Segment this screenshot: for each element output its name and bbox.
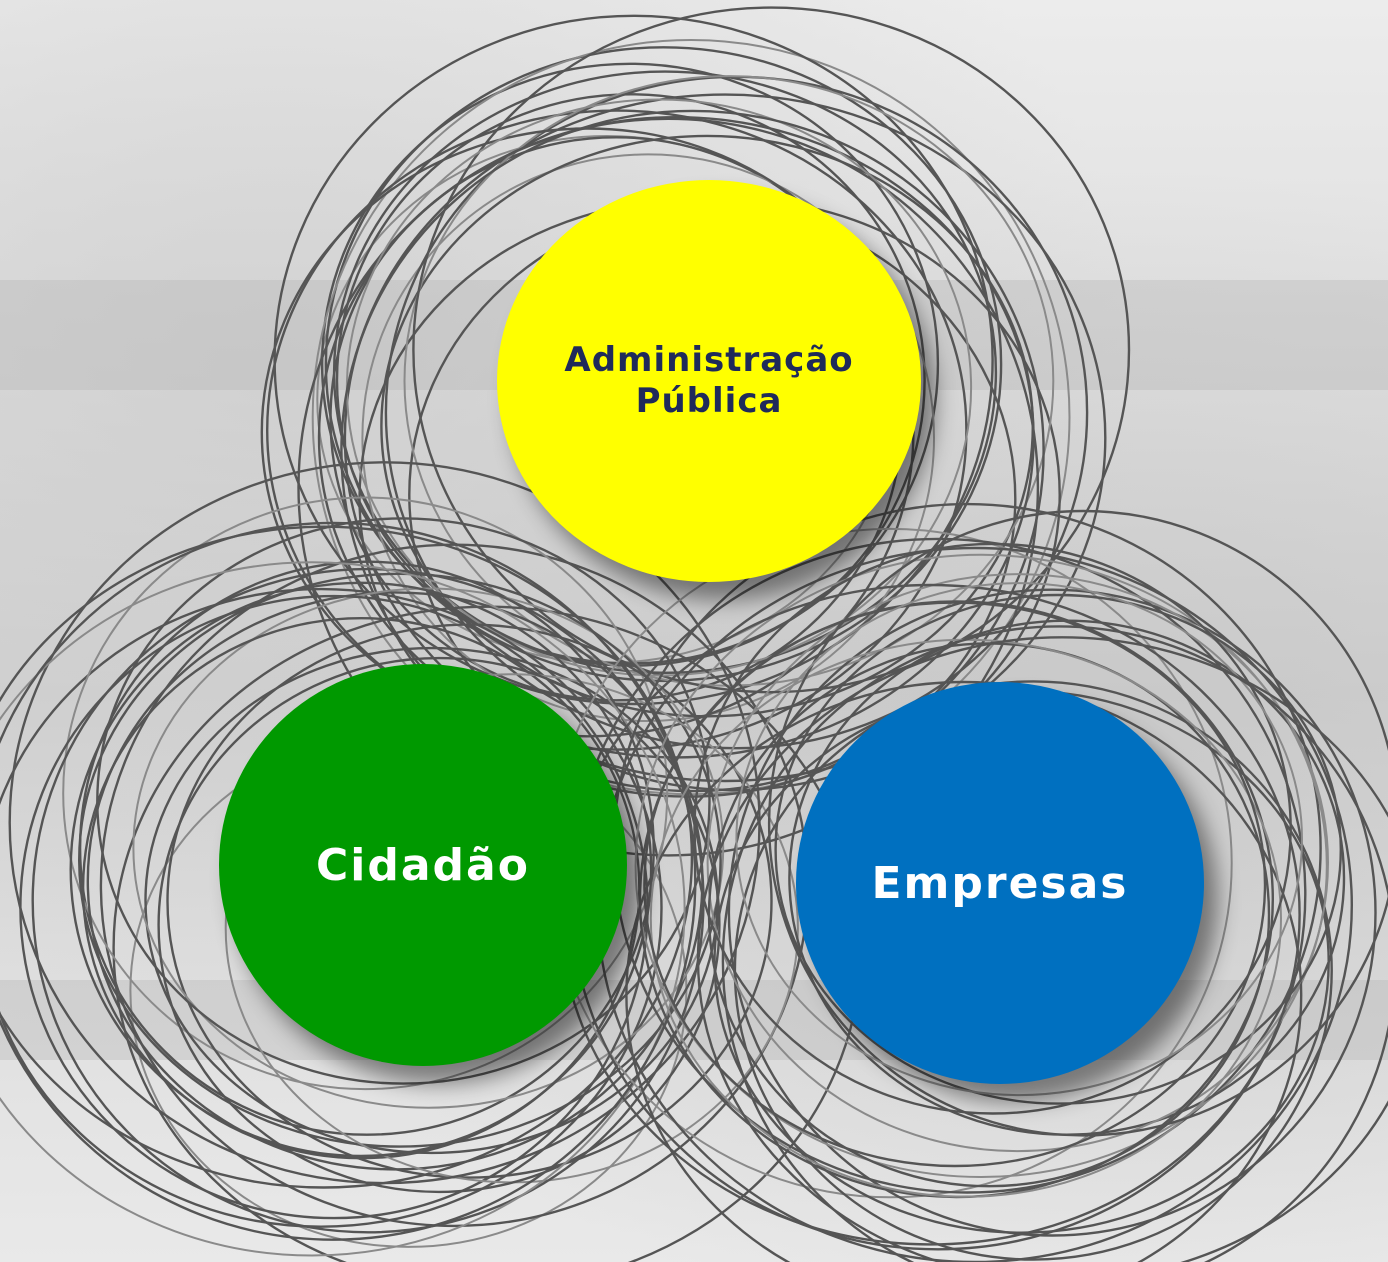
orbit-ring — [643, 601, 1267, 1168]
orbit-ring — [166, 623, 773, 1179]
orbit-ring — [721, 625, 1388, 1262]
orbit-ring — [273, 14, 994, 706]
orbit-ring — [132, 587, 725, 1109]
orbit-ring — [693, 542, 1292, 1115]
orbit-ring — [62, 496, 669, 1091]
orbit-ring — [767, 509, 1388, 1137]
node-administracao-publica: Administração Pública — [497, 180, 921, 582]
orbit-ring — [0, 587, 663, 1228]
orbit-ring — [0, 521, 697, 1241]
orbit-ring — [361, 153, 935, 722]
orbit-ring — [69, 581, 653, 1158]
orbit-ring — [332, 70, 998, 675]
orbit-ring — [774, 593, 1342, 1105]
orbit-ring — [8, 461, 761, 1185]
orbit-ring — [0, 561, 686, 1257]
orbit-ring — [0, 525, 693, 1189]
node-label: Empresas — [871, 857, 1129, 909]
ring-cluster-citizen — [0, 461, 863, 1262]
node-label: Pública — [635, 381, 783, 421]
orbit-ring — [625, 680, 1303, 1262]
orbit-ring — [157, 656, 721, 1194]
orbit-ring — [696, 636, 1388, 1262]
node-empresas: Empresas — [796, 682, 1204, 1084]
orbit-ring — [340, 109, 1045, 793]
node-label: Administração — [564, 340, 854, 381]
orbit-ring — [412, 6, 1131, 694]
node-label: Cidadão — [316, 839, 530, 891]
orbit-ring — [727, 588, 1377, 1237]
orbit-ring — [343, 93, 1107, 783]
orbit-ring — [706, 573, 1329, 1153]
orbit-ring — [77, 572, 722, 1148]
orbit-ring — [735, 582, 1303, 1097]
orbit-ring — [324, 46, 1003, 683]
orbit-ring — [96, 517, 711, 1085]
node-cidadao: Cidadão — [219, 664, 627, 1066]
orbit-ring — [297, 117, 1040, 857]
orbit-ring — [403, 75, 1055, 687]
orbit-ring — [634, 553, 1328, 1179]
